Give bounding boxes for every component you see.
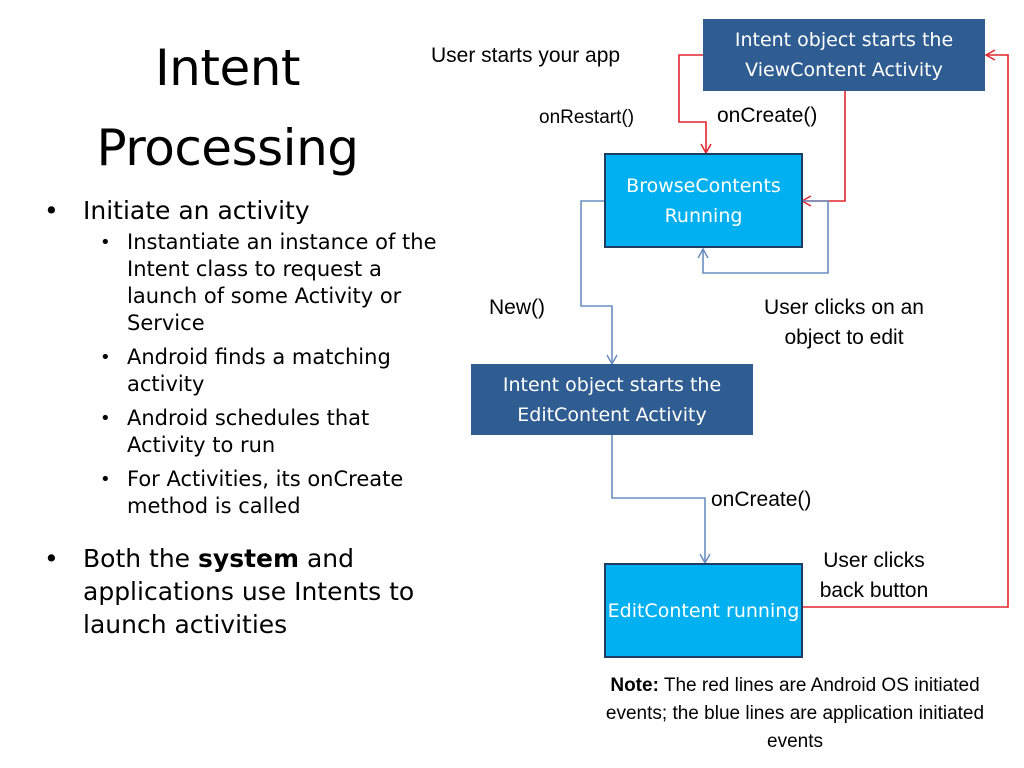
sub-bullet-item: • Instantiate an instance of the Intent c… [83, 229, 442, 337]
bullet-item: • Initiate an activity [42, 194, 442, 227]
node-viewcontent-intent: Intent object starts the ViewContent Act… [703, 19, 985, 91]
node-editcontent-running: EditContent running [604, 563, 803, 658]
note-text: The red lines are Android OS initiated e… [605, 675, 985, 752]
slide-title: Intent Processing [40, 28, 415, 188]
bullet-dot-icon: • [100, 469, 111, 490]
bullet-dot-icon: • [44, 196, 59, 225]
edge-on-create-bottom [611, 435, 711, 565]
bullet-dot-icon: • [44, 544, 59, 573]
bullet-text-end: and applications use Intents to launch a… [83, 544, 415, 639]
bullet-text-start: Both the [83, 544, 199, 573]
bullet-bold-word: system [198, 544, 300, 573]
sub-bullet-text: Android finds a matching activity [127, 345, 391, 396]
slide-title-line-1: Intent [154, 39, 301, 97]
bullet-text: Both the system and applications use Int… [83, 544, 414, 639]
sub-bullet-text: Android schedules that Activity to run [127, 406, 370, 457]
label-user-clicks-object: User clicks on an object to edit [764, 296, 924, 349]
label-user-clicks-back: User clicks back button [819, 549, 929, 602]
bullet-dot-icon: • [100, 232, 111, 253]
label-on-create-bottom: onCreate() [711, 488, 812, 511]
label-user-starts-app: User starts your app [431, 44, 621, 67]
sub-bullet-item: • Android schedules that Activity to run [83, 405, 442, 459]
edge-new [580, 200, 618, 366]
slide-title-line-2: Processing [96, 119, 360, 177]
sub-bullet-text: For Activities, its onCreate method is c… [127, 467, 404, 518]
node-browsecontents-running: BrowseContents Running [604, 153, 803, 248]
edge-on-restart [678, 54, 712, 155]
edge-back-button [802, 49, 1009, 608]
node-editcontent-intent: Intent object starts the EditContent Act… [471, 364, 753, 435]
legend-note: Note: The red lines are Android OS initi… [590, 672, 1000, 756]
sub-bullet-text: Instantiate an instance of the Intent cl… [127, 230, 437, 335]
sub-bullet-item: • Android finds a matching activity [83, 344, 442, 398]
label-on-create-top: onCreate() [717, 104, 818, 127]
bullet-item: • Both the system and applications use I… [42, 542, 442, 641]
sub-bullet-list: • Instantiate an instance of the Intent c… [42, 229, 442, 520]
bullet-dot-icon: • [100, 408, 111, 429]
edge-self-loop [697, 200, 829, 274]
note-bold-prefix: Note: [610, 675, 659, 696]
bullet-dot-icon: • [100, 347, 111, 368]
label-new: New() [489, 296, 545, 319]
label-on-restart: onRestart() [539, 107, 635, 128]
bullet-list: • Initiate an activity • Instantiate an i… [42, 194, 442, 643]
bullet-text: Initiate an activity [83, 196, 310, 225]
sub-bullet-item: • For Activities, its onCreate method is … [83, 466, 442, 520]
